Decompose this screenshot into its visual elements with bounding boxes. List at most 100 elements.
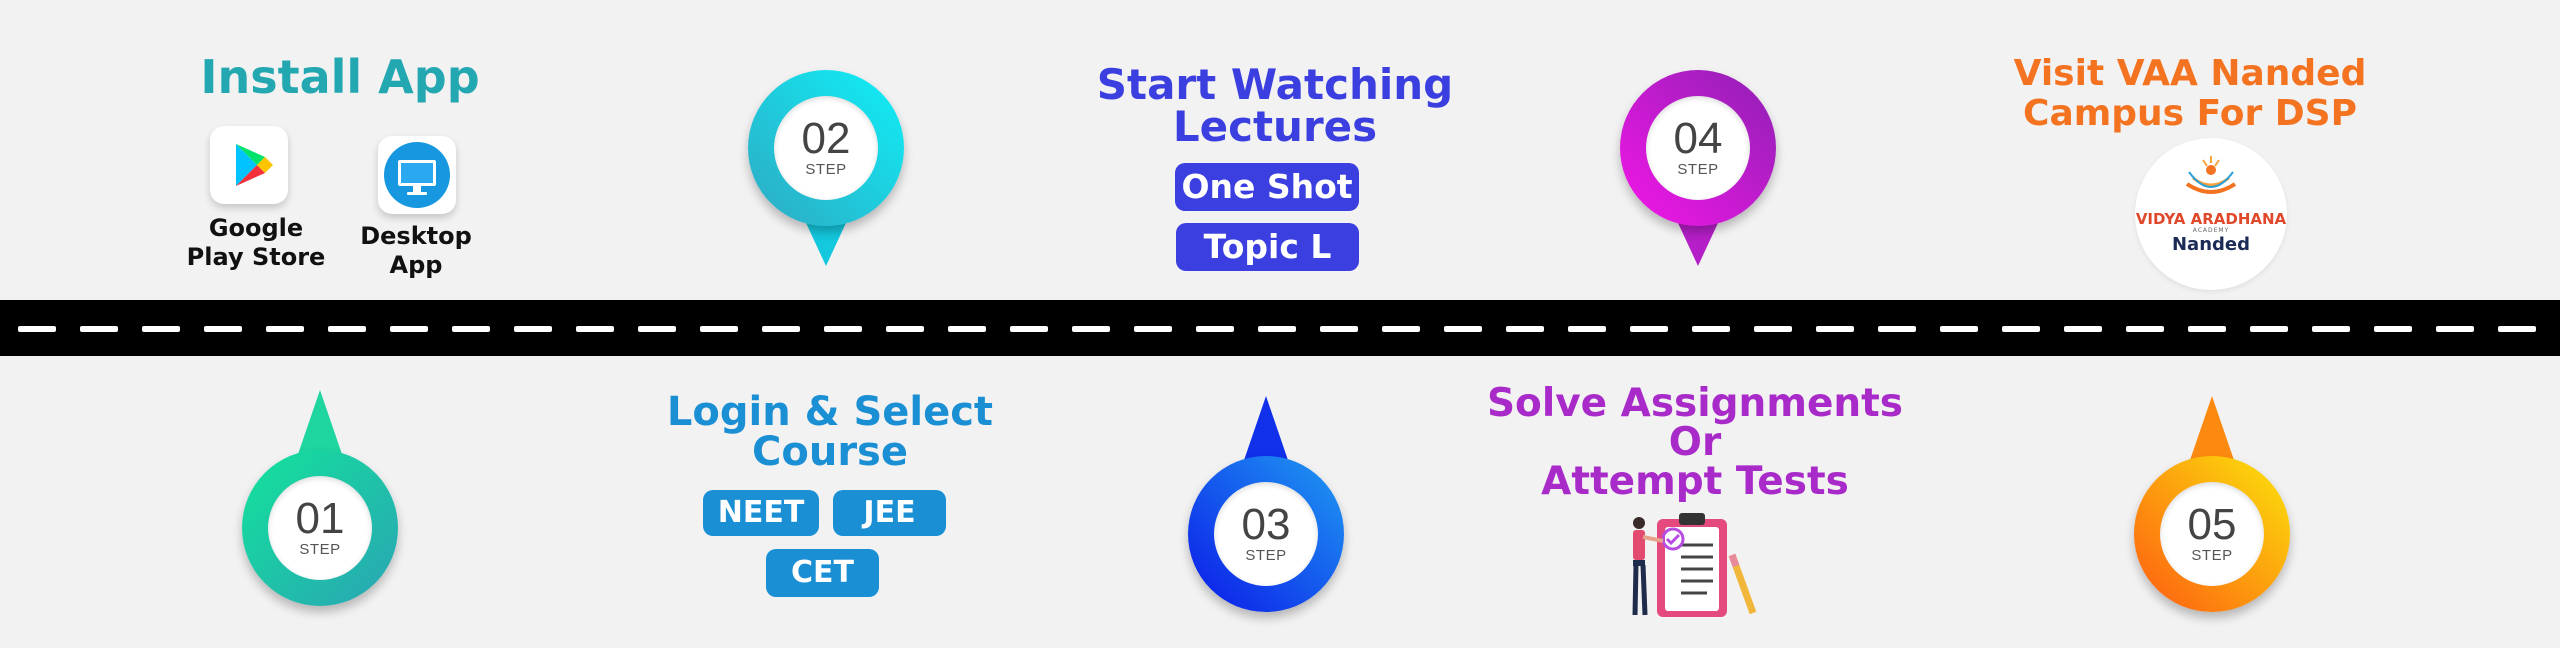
road-dash [18,326,56,332]
watch-title-line1: Start Watching [1096,60,1454,109]
logo-sub: ACADEMY [2192,227,2230,234]
desktop-label-line1: Desktop [360,222,472,250]
road-dash [1072,326,1110,332]
road-dash [1692,326,1730,332]
pin-pointer [296,390,344,460]
road-dash [948,326,986,332]
road-dash [1258,326,1296,332]
road-dash [1816,326,1854,332]
road-dash [328,326,366,332]
road-dash [1630,326,1668,332]
google-play-label-line1: Google [208,214,304,242]
road-dash [1134,326,1172,332]
login-title-line2: Course [752,429,908,475]
road-dash [390,326,428,332]
road-dash [204,326,242,332]
road-dash [452,326,490,332]
step-number: 02 [801,114,851,163]
step-01-pin: 01 STEP [242,390,398,610]
road-dash [2002,326,2040,332]
lecture-chip-one-shot[interactable]: One Shot [1175,163,1359,211]
step-number: 01 [295,494,345,543]
visit-title-line1: Visit VAA Nanded [2013,53,2367,94]
logo-emblem-icon [2185,156,2237,194]
step-03-pin: 03 STEP [1188,396,1344,616]
road-dash [2250,326,2288,332]
road-dash [2064,326,2102,332]
visit-title-line2: Campus For DSP [2023,93,2357,134]
vidya-aradhana-logo: VIDYA ARADHANA ACADEMY Nanded [2135,138,2287,290]
step-number: 05 [2187,500,2237,549]
road-dash [1506,326,1544,332]
road-dash [2126,326,2164,332]
login-title-line1: Login & Select [666,389,994,435]
pin-center: 03 STEP [1214,482,1318,586]
step-number: 03 [1241,500,1291,549]
step-number: 04 [1673,114,1723,163]
step-label: STEP [805,161,847,178]
desktop-label-line2: App [389,251,443,279]
road-dash [824,326,862,332]
road [0,300,2560,356]
road-dash [1940,326,1978,332]
monitor-icon [384,142,450,208]
road-dash [1320,326,1358,332]
road-dash [80,326,118,332]
road-dash [1444,326,1482,332]
logo-name: VIDYA ARADHANA [2135,210,2287,228]
login-select-title: Login & Select Course [640,392,1020,472]
step-02-pin: 02 STEP [748,70,904,290]
solve-title-line2: Or [1668,420,1722,465]
clipboard-checklist-icon [1632,513,1757,617]
pin-center: 04 STEP [1646,96,1750,200]
pin-center: 02 STEP [774,96,878,200]
solve-assignments-title: Solve Assignments Or Attempt Tests [1480,384,1910,501]
step-label: STEP [1245,547,1287,564]
road-dash [514,326,552,332]
desktop-app-button[interactable] [378,136,456,214]
course-chip-cet[interactable]: CET [766,549,879,597]
step-label: STEP [1677,161,1719,178]
step-label: STEP [2191,547,2233,564]
solve-title-line1: Solve Assignments [1486,381,1904,426]
visit-campus-title: Visit VAA Nanded Campus For DSP [1990,54,2390,134]
road-dash [1010,326,1048,332]
road-dash [2188,326,2226,332]
road-dash [1754,326,1792,332]
google-play-icon [236,144,273,186]
watch-title-line2: Lectures [1172,102,1378,151]
course-chip-neet[interactable]: NEET [703,490,819,536]
road-dash [1196,326,1234,332]
road-dash [1568,326,1606,332]
road-dash [2374,326,2412,332]
road-dash [762,326,800,332]
google-play-button[interactable] [210,126,288,204]
start-watching-title: Start Watching Lectures [1080,64,1470,148]
install-app-title: Install App [200,50,480,104]
google-play-label: Google Play Store [176,214,336,272]
solve-title-line3: Attempt Tests [1541,459,1849,504]
step-05-pin: 05 STEP [2134,396,2290,616]
pin-pointer [2188,396,2236,466]
road-dash [576,326,614,332]
road-dash [638,326,676,332]
road-dash [2312,326,2350,332]
road-dash [142,326,180,332]
pin-center: 01 STEP [268,476,372,580]
road-dash [2436,326,2474,332]
step-04-pin: 04 STEP [1620,70,1776,290]
pin-center: 05 STEP [2160,482,2264,586]
road-dash [700,326,738,332]
road-dash [266,326,304,332]
pin-pointer [1242,396,1290,466]
step-label: STEP [299,541,341,558]
road-dash [2498,326,2536,332]
road-dash [1382,326,1420,332]
road-dash [886,326,924,332]
course-chip-jee[interactable]: JEE [833,490,946,536]
lecture-chip-topic[interactable]: Topic L [1176,223,1359,271]
logo-city: Nanded [2171,234,2250,255]
road-dash [1878,326,1916,332]
desktop-app-label: Desktop App [336,222,496,280]
google-play-label-line2: Play Store [186,243,326,271]
